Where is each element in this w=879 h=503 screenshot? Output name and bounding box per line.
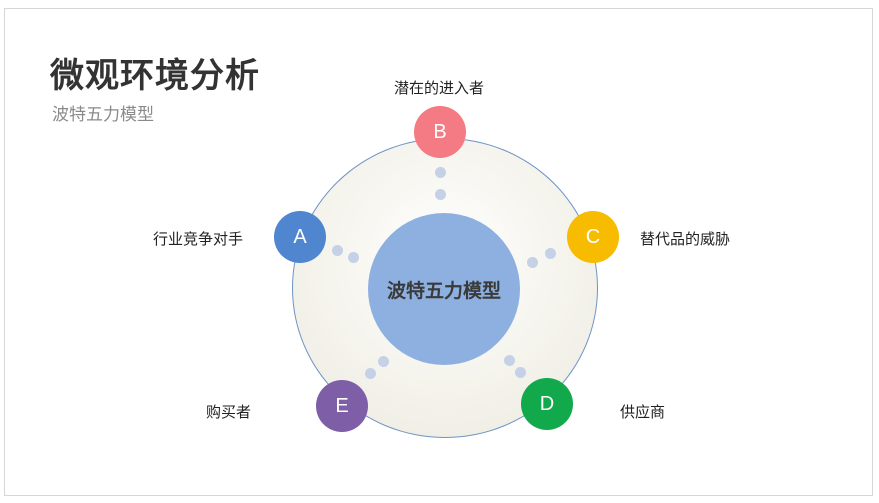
connector-dot-d-2	[515, 367, 526, 378]
center-circle: 波特五力模型	[368, 213, 520, 365]
node-c: C	[567, 211, 619, 263]
node-b: B	[414, 106, 466, 158]
node-c-letter: C	[585, 225, 601, 248]
node-a: A	[274, 211, 326, 263]
connector-dot-a-1	[332, 245, 343, 256]
node-b-label: 潜在的进入者	[394, 79, 485, 97]
node-b-letter: B	[433, 120, 447, 143]
node-c-label: 替代品的威胁	[640, 230, 731, 248]
connector-dot-c-2	[527, 257, 538, 268]
connector-dot-b-2	[435, 189, 446, 200]
page-title: 微观环境分析	[50, 56, 260, 96]
node-d-label: 供应商	[620, 403, 666, 421]
connector-dot-e-2	[365, 368, 376, 379]
connector-dot-b-1	[435, 167, 446, 178]
connector-dot-d-1	[504, 355, 515, 366]
node-e-letter: E	[335, 394, 349, 417]
node-d-letter: D	[539, 392, 555, 415]
node-e-label: 购买者	[206, 403, 252, 421]
connector-dot-e-1	[378, 356, 389, 367]
connector-dot-a-2	[348, 252, 359, 263]
node-a-label: 行业竞争对手	[153, 230, 244, 248]
node-d: D	[521, 378, 573, 430]
node-a-letter: A	[293, 225, 307, 248]
connector-dot-c-1	[545, 248, 556, 259]
node-e: E	[316, 380, 368, 432]
page-subtitle: 波特五力模型	[52, 105, 154, 125]
